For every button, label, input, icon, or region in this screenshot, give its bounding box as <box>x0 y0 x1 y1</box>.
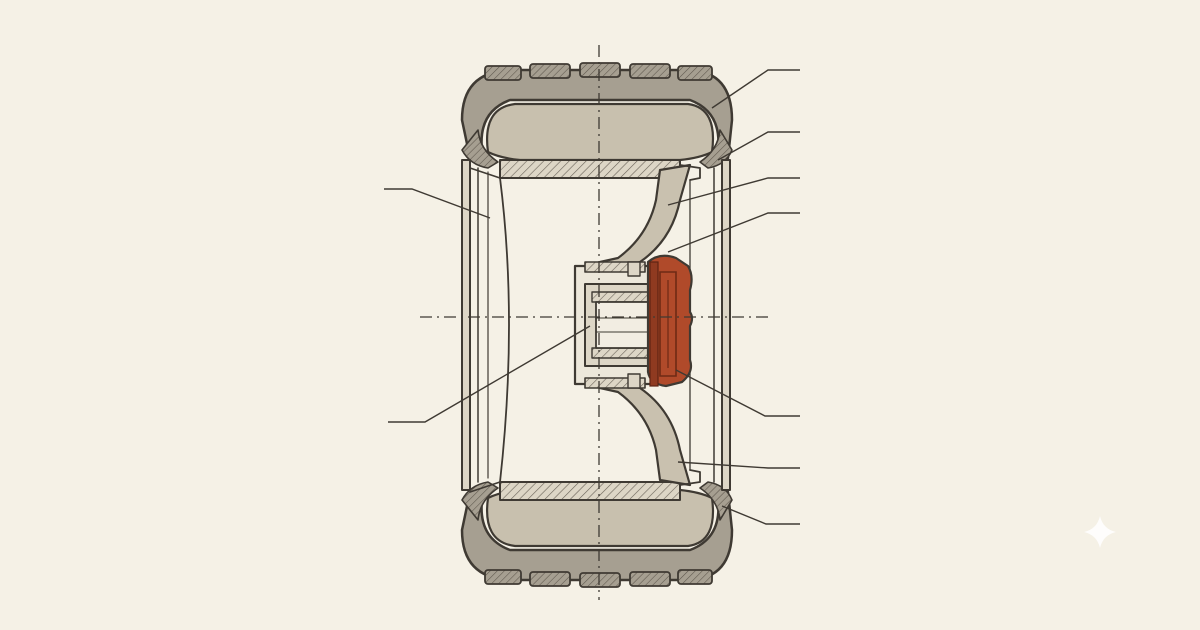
rim-left-flange <box>461 159 471 491</box>
tire-chamber-top <box>486 102 714 162</box>
sparkle-icon <box>1084 516 1116 548</box>
tire-casing-bottom <box>460 490 734 582</box>
leader-line-right-3 <box>667 177 800 206</box>
tire-casing <box>460 68 734 160</box>
leader-line-right-6 <box>677 461 800 469</box>
caliper-body <box>646 254 694 388</box>
tire <box>460 62 734 588</box>
bearing-race-top <box>591 291 651 303</box>
rim-right-flange <box>721 159 731 491</box>
caliper-pad <box>659 271 677 377</box>
leader-line-right-4 <box>667 212 800 253</box>
hub-assembly <box>573 261 658 389</box>
rim <box>461 159 731 501</box>
tread-top <box>484 62 713 81</box>
center-lines <box>420 45 772 600</box>
bead-left-top <box>461 129 499 169</box>
tread-bottom <box>484 569 713 588</box>
wheel-disc-bottom <box>598 380 692 487</box>
leader-line-left-2 <box>388 325 591 423</box>
rim-barrel-top <box>499 159 681 179</box>
bead-right-bottom <box>699 481 733 521</box>
brake-caliper <box>646 254 694 388</box>
leader-line-right-5 <box>675 369 800 417</box>
rim-barrel-bottom <box>499 481 681 501</box>
leader-line-right-2 <box>717 131 800 161</box>
wheel-disc-top <box>598 163 692 270</box>
leader-line-right-1 <box>711 69 800 109</box>
hub-flange-top <box>584 261 646 273</box>
bearing-race-bottom <box>591 347 651 359</box>
leader-line-right-7 <box>721 505 800 525</box>
bead-right-top <box>699 129 733 169</box>
leader-lines <box>384 69 800 525</box>
leader-line-left-1 <box>384 188 491 219</box>
axle-bore <box>595 301 651 349</box>
hub-flange-bottom <box>584 377 646 389</box>
